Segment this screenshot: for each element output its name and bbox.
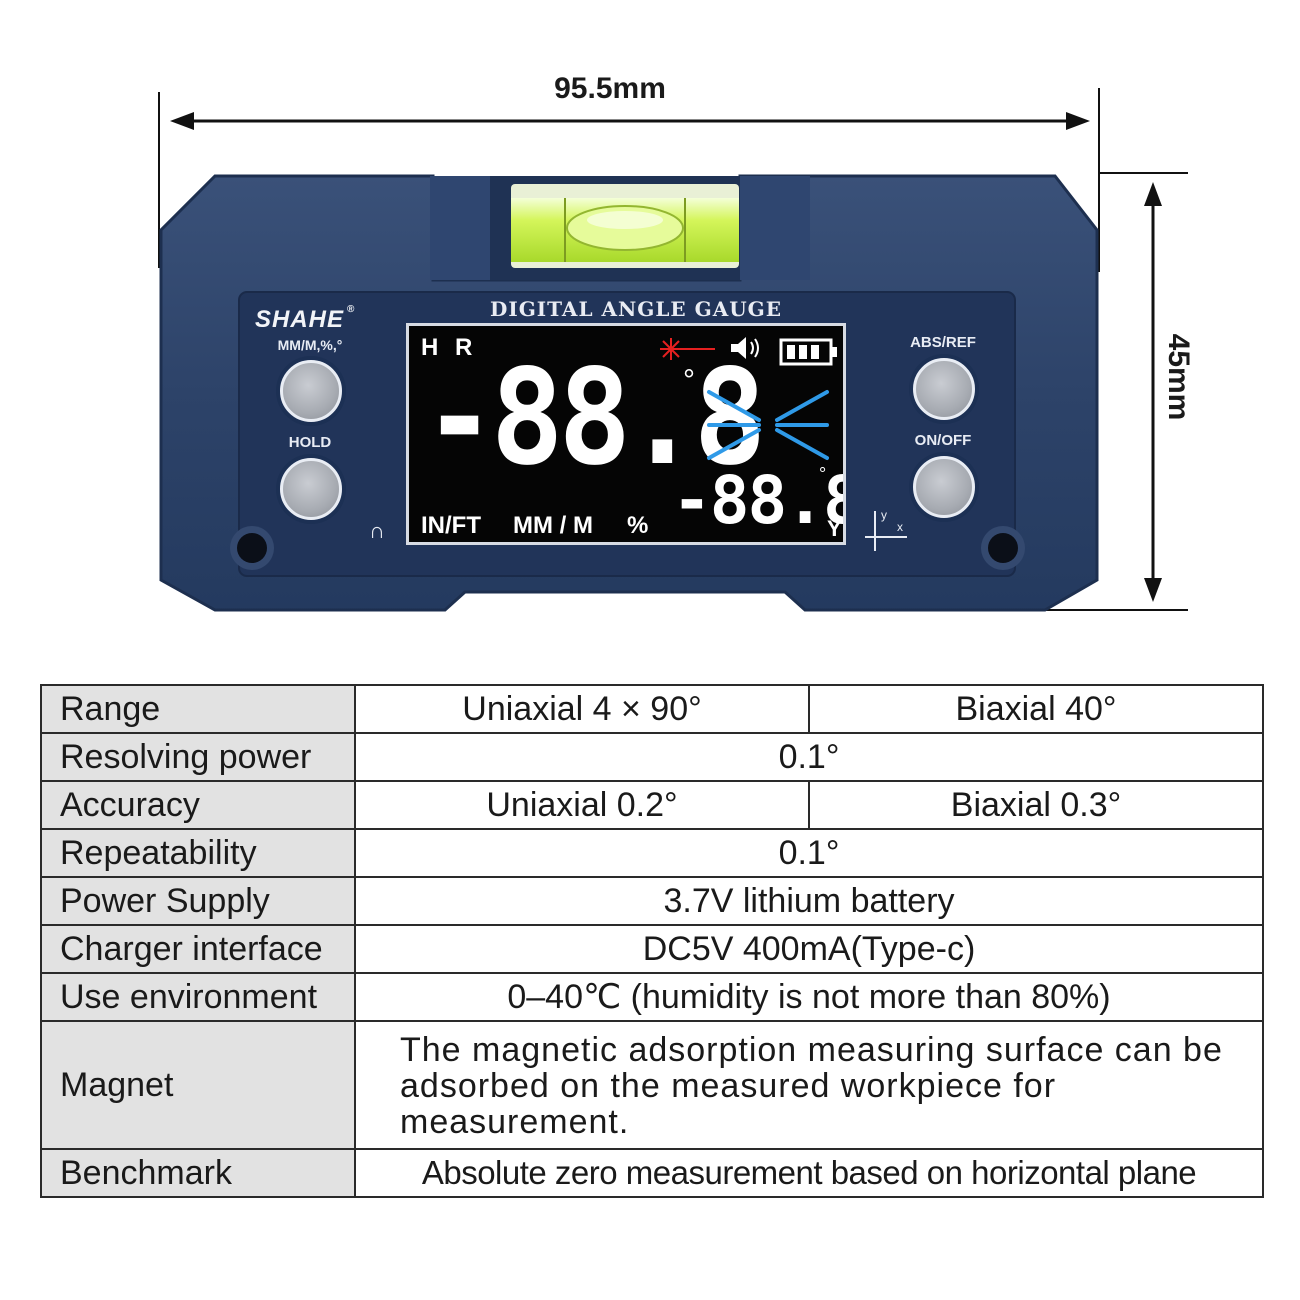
lcd-display: H R -88.8 ° bbox=[406, 323, 846, 545]
mode-button-label: MM/M,%,° bbox=[277, 337, 343, 353]
svg-text:x: x bbox=[897, 520, 903, 534]
battery-icon bbox=[779, 338, 837, 366]
table-row: Power Supply 3.7V lithium battery bbox=[40, 876, 1264, 926]
specifications-table: Range Uniaxial 4 × 90° Biaxial 40° Resol… bbox=[40, 684, 1264, 1198]
height-dimension-label: 45mm bbox=[1162, 333, 1195, 421]
table-row: Magnet The magnetic adsorption measuring… bbox=[40, 1020, 1264, 1150]
spec-label: Accuracy bbox=[40, 780, 356, 830]
spec-value: 0–40℃ (humidity is not more than 80%) bbox=[354, 972, 1264, 1022]
spec-label: Magnet bbox=[40, 1020, 356, 1150]
spec-value: DC5V 400mA(Type-c) bbox=[354, 924, 1264, 974]
laser-icon bbox=[660, 338, 715, 360]
spec-value: Biaxial 0.3° bbox=[808, 780, 1264, 830]
unit-in-ft: IN/FT bbox=[421, 512, 481, 539]
spec-value: Absolute zero measurement based on horiz… bbox=[354, 1148, 1264, 1198]
hold-button-label: HOLD bbox=[288, 434, 332, 451]
mode-h-indicator: H bbox=[421, 334, 439, 361]
spec-value: The magnetic adsorption measuring surfac… bbox=[354, 1020, 1264, 1150]
dimension-lines bbox=[158, 88, 1188, 611]
spec-label: Benchmark bbox=[40, 1148, 356, 1198]
table-row: Charger interface DC5V 400mA(Type-c) bbox=[40, 924, 1264, 974]
speaker-icon bbox=[731, 337, 759, 359]
magnet-icon: ∩ bbox=[369, 518, 385, 543]
abs-ref-button[interactable] bbox=[913, 358, 975, 420]
device-title: DIGITAL ANGLE GAUGE bbox=[490, 297, 782, 321]
secondary-degree-symbol: ° bbox=[819, 464, 827, 484]
spec-label: Power Supply bbox=[40, 876, 356, 926]
spec-label: Charger interface bbox=[40, 924, 356, 974]
table-row: Range Uniaxial 4 × 90° Biaxial 40° bbox=[40, 684, 1264, 734]
spec-label: Range bbox=[40, 684, 356, 734]
main-degree-symbol: ° bbox=[683, 364, 695, 397]
hold-button[interactable] bbox=[280, 458, 342, 520]
spec-label: Repeatability bbox=[40, 828, 356, 878]
power-button-label: ON/OFF bbox=[914, 432, 972, 449]
secondary-angle-reading: -88.8 bbox=[672, 462, 846, 539]
abs-ref-button-label: ABS/REF bbox=[910, 334, 976, 351]
xy-axis-icon: y x bbox=[865, 508, 907, 551]
spec-value: Biaxial 40° bbox=[808, 684, 1264, 734]
spec-value: 0.1° bbox=[354, 732, 1264, 782]
brand-logo: SHAHE® bbox=[255, 304, 356, 333]
mode-r-indicator: R bbox=[455, 334, 473, 361]
spec-label: Resolving power bbox=[40, 732, 356, 782]
spec-value: 0.1° bbox=[354, 828, 1264, 878]
svg-text:y: y bbox=[881, 508, 887, 522]
y-axis-indicator: Y bbox=[827, 516, 842, 541]
power-button[interactable] bbox=[913, 456, 975, 518]
spec-value: Uniaxial 4 × 90° bbox=[354, 684, 810, 734]
spec-value: 3.7V lithium battery bbox=[354, 876, 1264, 926]
tilt-indicator-icon bbox=[707, 390, 829, 460]
digital-angle-gauge: SHAHE® DIGITAL ANGLE GAUGE MM/M,%,° HOLD… bbox=[155, 170, 1105, 620]
unit-percent: % bbox=[627, 512, 649, 539]
mode-button[interactable] bbox=[280, 360, 342, 422]
table-row: Repeatability 0.1° bbox=[40, 828, 1264, 878]
table-row: Resolving power 0.1° bbox=[40, 732, 1264, 782]
table-row: Benchmark Absolute zero measurement base… bbox=[40, 1148, 1264, 1198]
main-angle-reading: -88.8 bbox=[423, 341, 766, 495]
spec-value: Uniaxial 0.2° bbox=[354, 780, 810, 830]
width-dimension-label: 95.5mm bbox=[554, 72, 666, 105]
unit-mm-m: MM / M bbox=[513, 512, 593, 539]
table-row: Accuracy Uniaxial 0.2° Biaxial 0.3° bbox=[40, 780, 1264, 830]
table-row: Use environment 0–40℃ (humidity is not m… bbox=[40, 972, 1264, 1022]
spec-label: Use environment bbox=[40, 972, 356, 1022]
